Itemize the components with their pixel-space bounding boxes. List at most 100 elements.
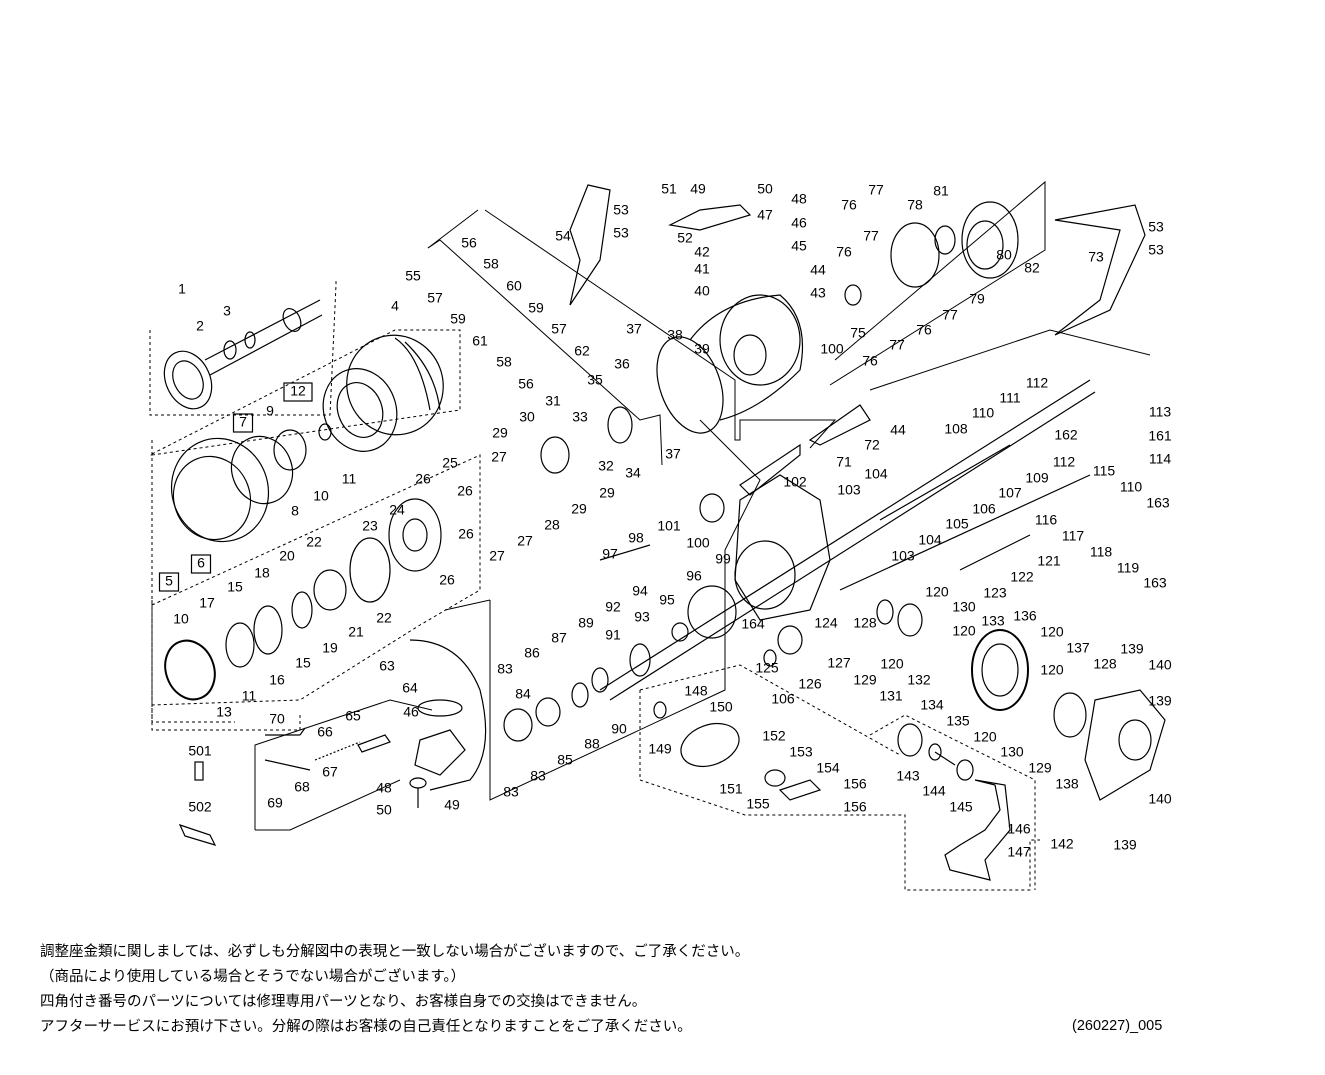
part-label: 82 bbox=[1024, 260, 1040, 276]
part-label: 18 bbox=[254, 565, 270, 581]
part-label: 132 bbox=[907, 672, 931, 688]
part-label: 92 bbox=[605, 599, 621, 615]
part-label: 83 bbox=[497, 661, 513, 677]
part-label: 46 bbox=[791, 215, 807, 231]
part-label: 86 bbox=[524, 645, 540, 661]
part-label: 139 bbox=[1148, 693, 1172, 709]
part-label: 12 bbox=[290, 383, 306, 399]
part-label: 91 bbox=[605, 627, 621, 643]
part-label: 100 bbox=[686, 535, 710, 551]
part-label: 75 bbox=[850, 325, 866, 341]
part-label: 44 bbox=[810, 262, 826, 278]
part-label: 94 bbox=[632, 583, 648, 599]
part-label: 163 bbox=[1143, 575, 1167, 591]
part-label: 120 bbox=[973, 729, 997, 745]
part-label: 89 bbox=[578, 615, 594, 631]
part-label: 49 bbox=[444, 797, 460, 813]
part-label: 138 bbox=[1055, 776, 1079, 792]
part-label: 152 bbox=[762, 728, 786, 744]
gear-frame-line bbox=[484, 209, 837, 449]
part-label: 73 bbox=[1088, 249, 1104, 265]
part-label: 126 bbox=[798, 676, 822, 692]
part-label: 139 bbox=[1113, 837, 1137, 853]
part-label: 104 bbox=[864, 466, 888, 482]
part-label: 79 bbox=[969, 291, 985, 307]
part-label: 142 bbox=[1050, 836, 1074, 852]
part-label: 54 bbox=[555, 228, 571, 244]
part-label: 10 bbox=[173, 611, 189, 627]
part-label: 66 bbox=[317, 724, 333, 740]
part-label: 57 bbox=[427, 290, 443, 306]
part-label: 110 bbox=[1120, 479, 1143, 495]
part-label: 48 bbox=[376, 780, 392, 796]
part-label: 57 bbox=[551, 321, 567, 337]
part-label: 120 bbox=[925, 584, 949, 600]
part-label: 29 bbox=[571, 501, 587, 517]
part-label: 15 bbox=[295, 655, 311, 671]
part-label: 134 bbox=[920, 697, 944, 713]
part-label: 36 bbox=[614, 356, 630, 372]
part-label: 1 bbox=[178, 281, 186, 297]
part-label: 27 bbox=[489, 548, 505, 564]
part-label: 108 bbox=[944, 421, 968, 437]
part-label: 37 bbox=[626, 321, 642, 337]
part-label: 24 bbox=[389, 502, 405, 518]
part-label: 19 bbox=[322, 640, 338, 656]
part-label: 121 bbox=[1037, 553, 1061, 569]
part-label: 56 bbox=[461, 235, 477, 251]
handle bbox=[653, 701, 1011, 881]
part-label: 139 bbox=[1120, 641, 1144, 657]
screws-501-502 bbox=[178, 761, 217, 846]
part-label: 119 bbox=[1117, 560, 1140, 576]
part-label: 53 bbox=[1148, 219, 1164, 235]
shafts bbox=[599, 379, 1096, 701]
pinion-gear bbox=[503, 585, 737, 742]
part-label: 85 bbox=[557, 752, 573, 768]
part-label: 120 bbox=[952, 623, 976, 639]
part-label: 124 bbox=[814, 615, 838, 631]
handle-box bbox=[869, 714, 1036, 890]
part-label: 26 bbox=[458, 526, 474, 542]
part-label: 103 bbox=[837, 482, 861, 498]
part-label: 38 bbox=[667, 327, 683, 343]
part-label: 65 bbox=[345, 708, 361, 724]
part-label: 53 bbox=[1148, 242, 1164, 258]
repair-only-box bbox=[232, 413, 254, 433]
part-label: 26 bbox=[415, 471, 431, 487]
note-line: アフターサービスにお預け下さい。分解の際はお客様の自己責任となりますことをご了承… bbox=[40, 1019, 692, 1035]
part-label: 9 bbox=[266, 403, 274, 419]
part-label: 33 bbox=[572, 409, 588, 425]
part-label: 114 bbox=[1149, 451, 1172, 467]
part-label: 128 bbox=[853, 615, 877, 631]
part-label: 76 bbox=[862, 353, 878, 369]
part-label: 95 bbox=[659, 592, 675, 608]
part-label: 7 bbox=[239, 414, 247, 430]
bail-arm-left bbox=[569, 184, 611, 306]
part-label: 148 bbox=[684, 683, 708, 699]
part-label: 129 bbox=[853, 672, 877, 688]
part-label: 107 bbox=[998, 485, 1022, 501]
part-label: 50 bbox=[376, 802, 392, 818]
note-line: 四角付き番号のパーツについては修理専用パーツとなり、お客様自身での交換はできませ… bbox=[40, 994, 647, 1010]
part-label: 50 bbox=[757, 181, 773, 197]
part-label: 40 bbox=[694, 283, 710, 299]
part-label: 144 bbox=[922, 783, 946, 799]
notes-block: 調整座金類に関しましては、必ずしも分解図中の表現と一致しない場合がございますので… bbox=[40, 940, 940, 1040]
handle-frame bbox=[639, 690, 1040, 891]
part-label: 34 bbox=[625, 465, 641, 481]
part-label: 102 bbox=[783, 474, 807, 490]
part-label: 3 bbox=[223, 303, 231, 319]
document-code: (260227)_005 bbox=[1072, 1018, 1163, 1034]
part-label: 32 bbox=[598, 458, 614, 474]
part-label: 61 bbox=[472, 333, 488, 349]
part-label: 93 bbox=[634, 609, 650, 625]
part-label: 122 bbox=[1010, 569, 1034, 585]
part-label: 104 bbox=[918, 532, 942, 548]
part-label: 120 bbox=[880, 656, 904, 672]
part-label: 30 bbox=[519, 409, 535, 425]
part-label: 97 bbox=[602, 546, 618, 562]
part-label: 35 bbox=[587, 372, 603, 388]
part-label: 90 bbox=[611, 721, 627, 737]
rod-box bbox=[254, 699, 433, 830]
